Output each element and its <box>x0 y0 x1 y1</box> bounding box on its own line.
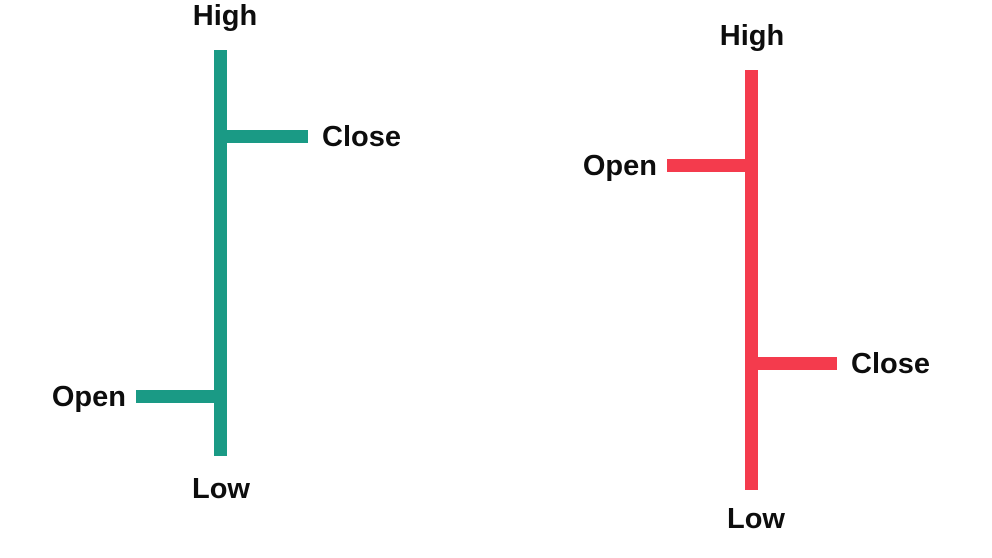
bearish-close-label: Close <box>851 348 930 380</box>
bullish-open-label: Open <box>51 381 126 413</box>
bullish-hl-range-bar <box>214 50 227 456</box>
bearish-high-label: High <box>719 20 785 52</box>
bearish-close-tick <box>751 357 837 370</box>
bullish-open-tick <box>136 390 227 403</box>
bearish-open-tick <box>667 159 758 172</box>
bullish-close-tick <box>218 130 308 143</box>
bearish-hl-range-bar <box>745 70 758 490</box>
bullish-close-label: Close <box>322 121 401 153</box>
bearish-open-label: Open <box>582 150 657 182</box>
bullish-high-label: High <box>192 0 258 32</box>
bearish-low-label: Low <box>727 503 785 535</box>
bullish-low-label: Low <box>192 473 250 505</box>
